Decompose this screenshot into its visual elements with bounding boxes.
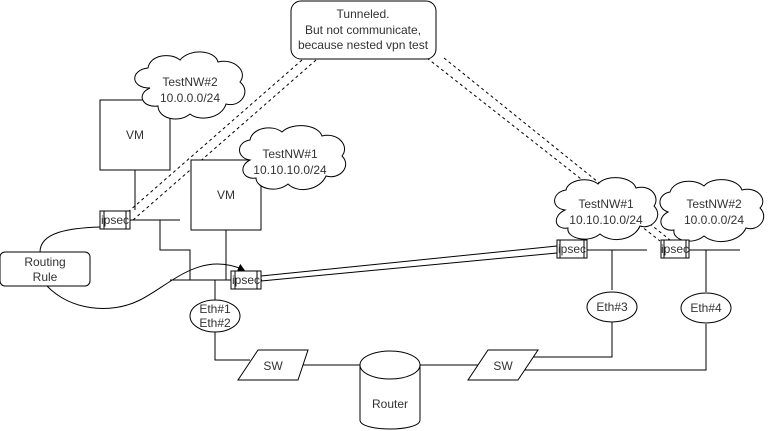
nested-tunnel-left [127, 59, 317, 221]
ipsec-left-lower-label: ipsec [232, 273, 260, 287]
cloud-left-nw2-name: TestNW#2 [162, 75, 218, 89]
cloud-left-nw2-subnet: 10.0.0.0/24 [160, 91, 220, 105]
eth4-interface[interactable]: Eth#4 [680, 292, 732, 324]
eth3-label: Eth#3 [596, 300, 628, 314]
cloud-testnw1-left: TestNW#1 10.10.10.0/24 [239, 125, 347, 191]
cloud-right-nw2-name: TestNW#2 [686, 197, 742, 211]
callout-line-1: Tunneled. [337, 7, 390, 21]
eth1-eth2-interface[interactable]: Eth#1 Eth#2 [189, 299, 241, 333]
switch-left[interactable]: SW [237, 349, 309, 381]
eth2-label: Eth#2 [199, 316, 231, 330]
switch-right-label: SW [493, 359, 513, 373]
callout-line-2: But not communicate, [305, 23, 421, 37]
cloud-testnw1-right: TestNW#1 10.10.10.0/24 [554, 177, 659, 241]
ipsec-right-nw1-label: ipsec [558, 242, 586, 256]
cloud-right-nw1-name: TestNW#1 [578, 197, 634, 211]
eth1-label: Eth#1 [199, 302, 231, 316]
ipsec-left-lower[interactable]: ipsec [230, 270, 262, 290]
routing-rule[interactable]: Routing Rule [0, 251, 91, 287]
switch-right[interactable]: SW [467, 349, 539, 381]
ipsec-tunnel-main [260, 245, 558, 282]
ipsec-left-upper[interactable]: ipsec [99, 210, 131, 230]
ipsec-right-nw2-label: ipsec [661, 242, 689, 256]
cloud-testnw2-left: TestNW#2 10.0.0.0/24 [134, 51, 246, 120]
switch-left-label: SW [263, 359, 283, 373]
cloud-right-nw1-subnet: 10.10.10.0/24 [569, 213, 643, 227]
core-wiring [214, 250, 707, 371]
routing-rule-line-1: Routing [24, 255, 65, 269]
router[interactable]: Router [359, 350, 421, 430]
callout-line-3: because nested vpn test [298, 38, 429, 52]
routing-rule-line-2: Rule [33, 270, 58, 284]
vm-upper-label: VM [126, 128, 144, 142]
eth3-interface[interactable]: Eth#3 [586, 291, 638, 323]
vm-lower-label: VM [217, 188, 235, 202]
ipsec-left-upper-label: ipsec [101, 213, 129, 227]
eth4-label: Eth#4 [690, 301, 722, 315]
cloud-testnw2-right: TestNW#2 10.0.0.0/24 [659, 179, 765, 243]
ipsec-right-nw2[interactable]: ipsec [660, 239, 690, 259]
cloud-left-nw1-name: TestNW#1 [262, 147, 318, 161]
cloud-left-nw1-subnet: 10.10.10.0/24 [253, 163, 327, 177]
router-label: Router [372, 397, 408, 411]
ipsec-right-nw1[interactable]: ipsec [556, 239, 588, 259]
cloud-right-nw2-subnet: 10.0.0.0/24 [684, 213, 744, 227]
routing-rule-connectors [39, 226, 245, 309]
callout-note: Tunneled. But not communicate, because n… [290, 0, 437, 60]
